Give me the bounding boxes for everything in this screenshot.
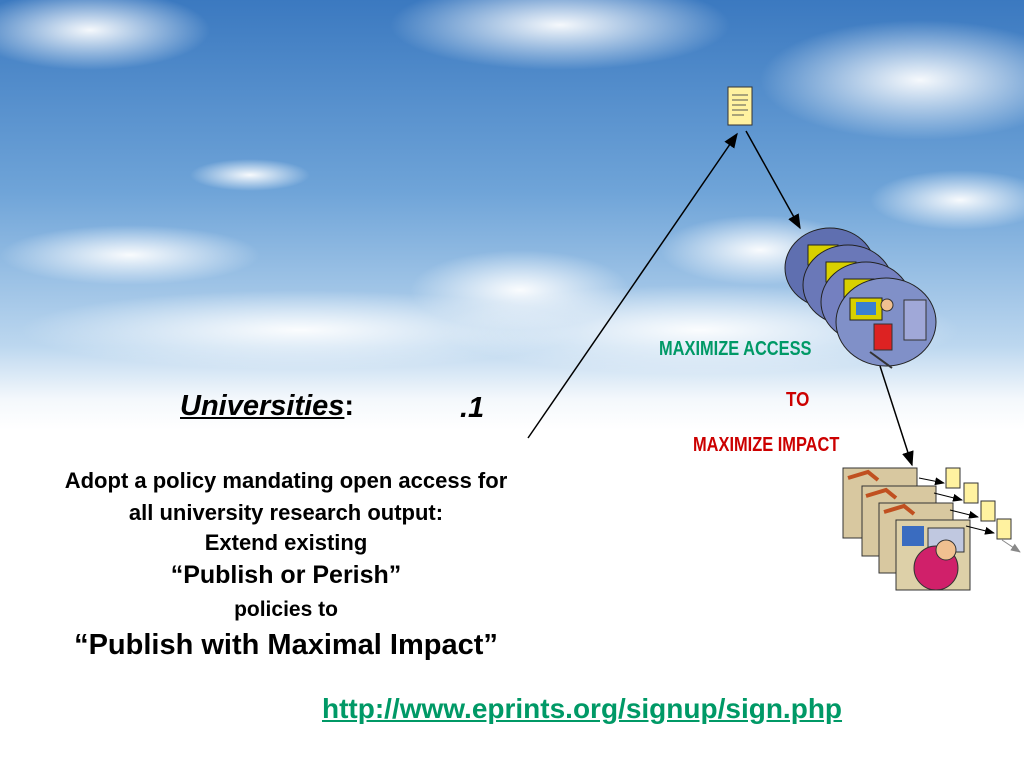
label-maximize-access: MAXIMIZE ACCESS <box>659 338 812 360</box>
body-line-4: “Publish or Perish” <box>170 561 402 589</box>
heading-colon: : <box>344 390 355 422</box>
signup-link[interactable]: http://www.eprints.org/signup/sign.php <box>322 693 843 724</box>
computer-user-icon <box>784 227 937 369</box>
scientist-icon <box>842 467 971 591</box>
item-number: .1 <box>460 392 485 424</box>
body-line-6: “Publish with Maximal Impact” <box>74 629 498 661</box>
arrow-to-readers <box>745 130 801 230</box>
body-line-3: Extend existing <box>204 530 368 555</box>
body-line-5: policies to <box>234 598 338 621</box>
arrow-to-paper <box>527 132 738 439</box>
label-to: TO <box>786 389 810 411</box>
body-line-1: Adopt a policy mandating open access for <box>64 468 508 493</box>
label-maximize-impact: MAXIMIZE IMPACT <box>693 434 840 456</box>
citation-document-icon <box>918 467 1021 553</box>
body-line-2: all university research output: <box>128 500 444 525</box>
document-icon <box>727 86 753 126</box>
arrow-to-researchers <box>879 365 914 467</box>
heading-universities: Universities <box>180 390 345 422</box>
slide-heading: Universities: <box>180 390 354 423</box>
